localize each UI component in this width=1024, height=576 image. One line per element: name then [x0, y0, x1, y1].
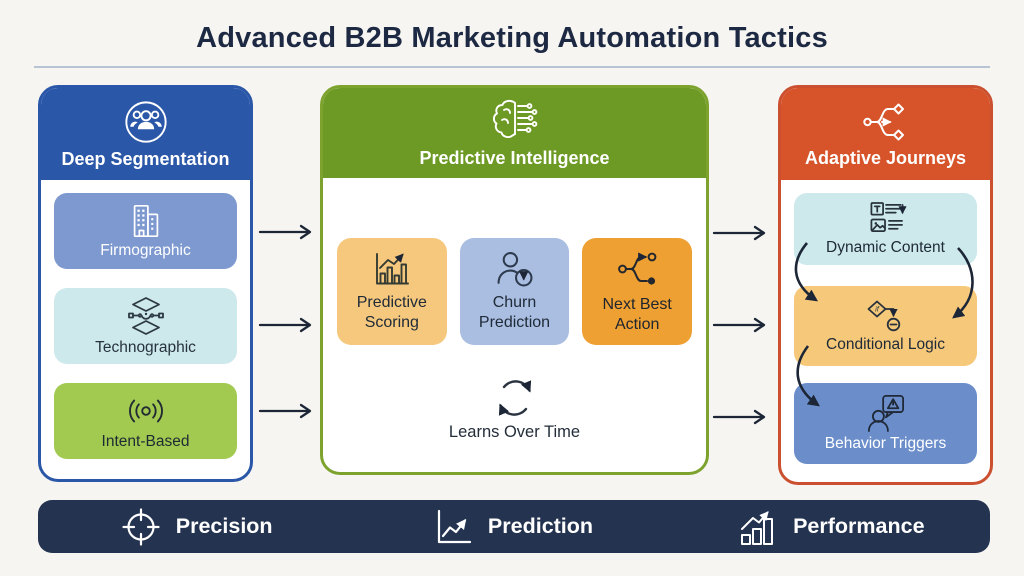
card-label: Conditional Logic [826, 335, 945, 353]
card-intent-based: Intent-Based [54, 383, 237, 459]
summary-precision: Precision [38, 507, 355, 547]
card-label: Churn Prediction [478, 294, 551, 331]
card-next-best-action: Next Best Action [582, 238, 693, 345]
summary-label: Prediction [487, 514, 594, 538]
card-technographic: Technographic [54, 288, 237, 364]
predictive-intelligence-cards: Predictive Scoring Churn Prediction [337, 238, 693, 345]
deep-segmentation-cards: Firmographic Technographic [41, 180, 250, 459]
conditional-logic-icon: if [866, 299, 906, 333]
bar-growth-icon [738, 507, 778, 547]
svg-text:if: if [875, 304, 880, 313]
card-label: Dynamic Content [826, 239, 945, 256]
summary-bar: Precision Prediction Performance [38, 500, 990, 553]
predictive-intelligence-header: Predictive Intelligence [323, 88, 706, 178]
score-chart-icon [373, 251, 411, 287]
flow-arrow [712, 317, 770, 338]
next-action-icon [617, 249, 657, 289]
flow-arrow [712, 225, 770, 246]
intent-signal-icon [126, 392, 166, 430]
card-churn-prediction: Churn Prediction [459, 238, 570, 345]
card-dynamic-content: Dynamic Content [794, 193, 977, 265]
deep-segmentation-title: Deep Segmentation [61, 148, 230, 169]
summary-label: Precision [175, 514, 273, 538]
trend-line-icon [435, 508, 473, 546]
learns-over-time: Learns Over Time [323, 377, 706, 442]
card-label: Next Best Action [602, 295, 672, 333]
dynamic-content-icon [864, 201, 908, 236]
flow-arrow [258, 224, 316, 245]
buildings-icon [127, 203, 165, 239]
card-label: Behavior Triggers [824, 435, 947, 452]
predictive-intelligence-title: Predictive Intelligence [419, 147, 610, 168]
behavior-trigger-icon [866, 394, 906, 432]
crosshair-icon [121, 507, 161, 547]
learns-over-time-label: Learns Over Time [448, 423, 581, 441]
title-divider [34, 66, 990, 68]
card-label: Intent-Based [101, 432, 190, 450]
flow-arrow [258, 317, 316, 338]
card-label: Technographic [95, 338, 196, 356]
deep-segmentation-header: Deep Segmentation [41, 88, 250, 180]
cycle-icon [494, 377, 536, 419]
card-label: Firmographic [100, 241, 191, 259]
adaptive-journeys-cards: Dynamic Content if Conditional Logic [781, 180, 990, 464]
column-deep-segmentation: Deep Segmentation [38, 85, 253, 482]
column-adaptive-journeys: Adaptive Journeys Dynamic Conte [778, 85, 993, 485]
people-group-icon [123, 99, 169, 145]
flow-arrow [712, 409, 770, 430]
card-conditional-logic: if Conditional Logic [794, 286, 977, 366]
churn-user-icon [496, 250, 533, 287]
column-predictive-intelligence: Predictive Intelligence Predictive Scori… [320, 85, 709, 475]
card-behavior-triggers: Behavior Triggers [794, 383, 977, 464]
summary-performance: Performance [673, 507, 990, 547]
brain-circuit-icon [490, 98, 540, 144]
summary-prediction: Prediction [355, 508, 672, 546]
card-predictive-scoring: Predictive Scoring [337, 238, 447, 345]
card-firmographic: Firmographic [54, 193, 237, 269]
card-label: Predictive Scoring [356, 293, 427, 331]
page-title: Advanced B2B Marketing Automation Tactic… [196, 22, 828, 54]
adaptive-journeys-title: Adaptive Journeys [804, 147, 967, 168]
summary-label: Performance [793, 514, 925, 538]
tech-stack-icon [126, 296, 166, 336]
adaptive-journeys-header: Adaptive Journeys [781, 88, 990, 180]
flow-arrow [258, 403, 316, 424]
journey-branch-icon [862, 100, 910, 144]
